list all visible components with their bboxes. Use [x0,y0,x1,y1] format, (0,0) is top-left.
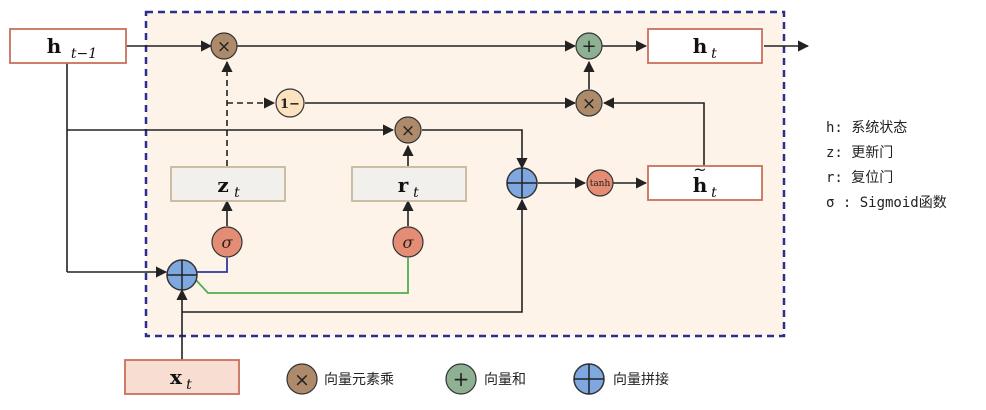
multiply-icon [286,363,318,395]
h-prev-subscript: t−1 [71,46,97,62]
annotation-z: z: 更新门 [826,145,893,161]
h-tilde-box: ~ h t [647,160,763,201]
legend-multiply-symbol: × [294,369,310,391]
one-minus-label: 1− [280,97,300,112]
add-icon [445,363,477,395]
h-prev-label: h [47,34,62,58]
z-t-box: z t [170,166,286,202]
multiply-symbol: × [217,37,231,57]
annotation-r: r: 复位门 [826,169,893,186]
h-t-box: h t [647,28,763,64]
legend-add-label: 向量和 [484,372,526,388]
legend-concat-label: 向量拼接 [613,371,669,388]
z-gate-line [196,258,228,273]
sigma-r-node: σ [392,226,424,258]
h-tilde-label: h [693,173,708,197]
h-t-label: h [693,34,708,58]
multiply-icon: × [575,89,603,117]
z-t-subscript: t [234,185,240,201]
tanh-label: tanh [590,179,611,189]
sigma-z-node: σ [211,226,243,258]
add-symbol: + [581,36,596,57]
concat-icon [506,167,538,199]
multiply-symbol: × [582,94,596,114]
x-t-box: x t [124,359,240,395]
x-t-label: x [170,365,183,389]
tanh-node: tanh [586,169,614,197]
h-tilde-accent: ~ [693,160,706,179]
connections [66,40,810,360]
legend: × 向量元素乘 + 向量和 + 向量拼接 [286,363,669,395]
annotations: h: 系统状态 z: 更新门 r: 复位门 σ : Sigmoid函数 [826,120,947,211]
r-gate-line [195,258,409,294]
x-t-subscript: t [186,377,192,393]
sigma-r-label: σ [403,233,415,252]
legend-multiply-label: 向量元素乘 [324,372,394,388]
legend-item-concat: + 向量拼接 [573,363,669,395]
legend-add-symbol: + [453,367,470,391]
r-t-label: r [398,173,409,197]
h-t-subscript: t [711,46,717,62]
add-icon: + [575,32,603,60]
annotation-h: h: 系统状态 [826,120,907,136]
one-minus-node: 1− [275,88,305,118]
r-t-box: r t [351,166,467,202]
legend-item-multiply: × 向量元素乘 [286,363,394,395]
legend-item-add: + 向量和 [445,363,526,395]
annotation-sigma: σ : Sigmoid函数 [826,195,947,211]
concat-icon [166,259,198,291]
sigma-z-label: σ [222,233,234,252]
h-tilde-subscript: t [711,185,717,201]
multiply-symbol: × [401,121,415,141]
multiply-icon: × [394,116,422,144]
multiply-icon: × [210,32,238,60]
z-t-label: z [217,173,228,197]
r-t-subscript: t [413,185,419,201]
h-prev-box: h t−1 [9,28,127,64]
